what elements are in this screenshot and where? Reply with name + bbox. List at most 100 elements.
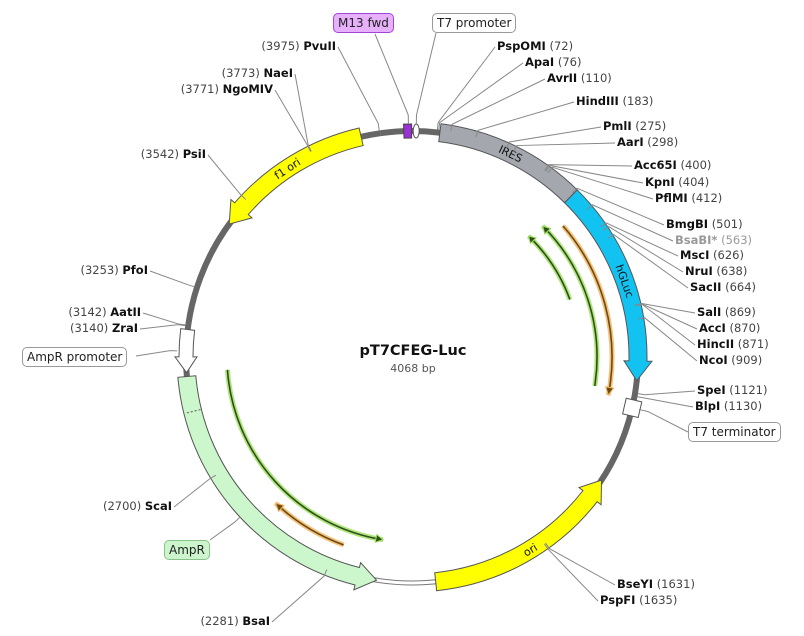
site-position: (183) [622, 94, 654, 108]
site-label-pmli[interactable]: PmlI (275) [603, 119, 666, 133]
site-label-spei[interactable]: SpeI (1121) [697, 383, 768, 397]
site-position: (2700) [102, 499, 142, 513]
site-label-hincii[interactable]: HincII (871) [697, 337, 769, 351]
site-position: (3975) [261, 39, 300, 53]
site-position: (638) [716, 264, 748, 278]
site-leader-line [139, 324, 186, 330]
ampr-label[interactable]: AmpR [164, 540, 210, 560]
site-name: NgoMIV [222, 82, 273, 96]
site-label-sacii[interactable]: SacII (664) [690, 280, 756, 294]
feature-leader-line [638, 408, 689, 433]
site-leader-line [637, 317, 698, 362]
site-leader-line [207, 154, 247, 200]
orange-track-arc [562, 225, 613, 396]
site-position: (3140) [70, 321, 109, 335]
t7-terminator-feature [622, 397, 643, 419]
site-label-msci[interactable]: MscI (626) [680, 248, 744, 262]
site-position: (3771) [180, 82, 219, 96]
site-label-pspomi[interactable]: PspOMI (72) [497, 39, 573, 53]
m13-fwd-feature [403, 123, 413, 139]
site-name: SacII [690, 280, 722, 294]
site-name: BlpI [695, 399, 721, 413]
site-label-sali[interactable]: SalI (869) [697, 305, 756, 319]
site-name: BmgBI [666, 217, 709, 231]
site-label-pvuii[interactable]: (3975) PvuII [261, 39, 336, 53]
site-position: (76) [557, 55, 582, 69]
site-label-bsai[interactable]: (2281) BsaI [200, 614, 270, 628]
site-label-bmgbi[interactable]: BmgBI (501) [666, 217, 743, 231]
site-leader-line [586, 204, 674, 242]
site-label-pspfi[interactable]: PspFI (1635) [600, 593, 677, 607]
t7-terminator-label[interactable]: T7 terminator [688, 422, 781, 442]
site-leader-line [607, 234, 689, 289]
site-name: AvrII [547, 71, 578, 85]
site-name: HincII [697, 337, 735, 351]
site-position: (3142) [68, 305, 107, 319]
site-label-acc65i[interactable]: Acc65I (400) [634, 158, 711, 172]
site-label-aari[interactable]: AarI (298) [617, 135, 678, 149]
site-label-zrai[interactable]: (3140) ZraI [70, 321, 138, 335]
site-position: (1635) [639, 593, 678, 607]
feature-label: ori [521, 541, 540, 560]
site-position: (400) [680, 158, 712, 172]
site-leader-line [438, 62, 524, 130]
site-name: PvuII [303, 39, 336, 53]
site-position: (664) [725, 280, 757, 294]
site-leader-line [545, 164, 644, 184]
site-name: PfoI [122, 263, 148, 277]
site-name: BseYI [617, 577, 654, 591]
orange-track-arrowhead [604, 386, 615, 397]
site-name: MscI [680, 248, 710, 262]
site-leader-line [271, 569, 328, 623]
site-leader-line [635, 303, 696, 346]
site-label-scai[interactable]: (2700) ScaI [103, 499, 172, 513]
feature-leader-line [135, 350, 178, 357]
site-position: (110) [580, 71, 612, 85]
site-label-naei[interactable]: (3773) NaeI [222, 66, 293, 80]
green-track-arrowhead [527, 235, 538, 245]
site-name: Acc65I [634, 158, 677, 172]
green-track-arc [226, 369, 384, 541]
site-label-hindiii[interactable]: HindIII (183) [576, 94, 653, 108]
t7-promoter-label[interactable]: T7 promoter [432, 13, 517, 33]
site-position: (869) [724, 305, 756, 319]
site-position: (1130) [723, 399, 763, 413]
feature-leader-line [374, 33, 409, 125]
ampr-promoter-label[interactable]: AmpR promoter [22, 347, 128, 367]
site-leader-line [513, 142, 616, 153]
site-label-ngomiv[interactable]: (3771) NgoMIV [181, 82, 273, 96]
site-label-nrui[interactable]: NruI (638) [685, 264, 747, 278]
site-position: (1631) [656, 577, 695, 591]
site-label-avrii[interactable]: AvrII (110) [547, 71, 612, 85]
site-position: (72) [549, 39, 574, 53]
site-name: BsaBI* [675, 233, 718, 247]
site-label-blpi[interactable]: BlpI (1130) [695, 399, 762, 413]
site-label-ncoi[interactable]: NcoI (909) [699, 353, 762, 367]
site-name: ScaI [144, 499, 172, 513]
site-leader-line [475, 101, 575, 138]
m13-fwd-label[interactable]: M13 fwd [333, 13, 394, 33]
site-label-acci[interactable]: AccI (870) [699, 321, 760, 335]
site-leader-line [142, 312, 186, 326]
site-name: AarI [617, 135, 644, 149]
plasmid-name: pT7CFEG-Luc [359, 343, 467, 359]
site-leader-line [545, 542, 616, 586]
site-label-bsabi-star[interactable]: BsaBI* (563) [675, 233, 752, 247]
site-name: BsaI [242, 614, 270, 628]
site-label-psii[interactable]: (3542) PsiI [141, 147, 206, 161]
site-leader-line [450, 78, 546, 132]
site-leader-line [337, 46, 380, 131]
site-label-kpni[interactable]: KpnI (404) [645, 175, 709, 189]
site-label-bseyi[interactable]: BseYI (1631) [617, 577, 695, 591]
site-leader-line [637, 396, 694, 408]
feature-leader-line [415, 32, 437, 125]
site-label-pflmi[interactable]: PflMI (412) [655, 191, 722, 205]
site-position: (275) [635, 119, 667, 133]
site-leader-line [547, 166, 654, 200]
site-label-pfoi[interactable]: (3253) PfoI [80, 263, 148, 277]
site-label-aatii[interactable]: (3142) AatII [68, 305, 141, 319]
site-leader-line [600, 222, 679, 257]
plasmid-size: 4068 bp [390, 362, 436, 375]
site-label-apai[interactable]: ApaI (76) [525, 55, 581, 69]
